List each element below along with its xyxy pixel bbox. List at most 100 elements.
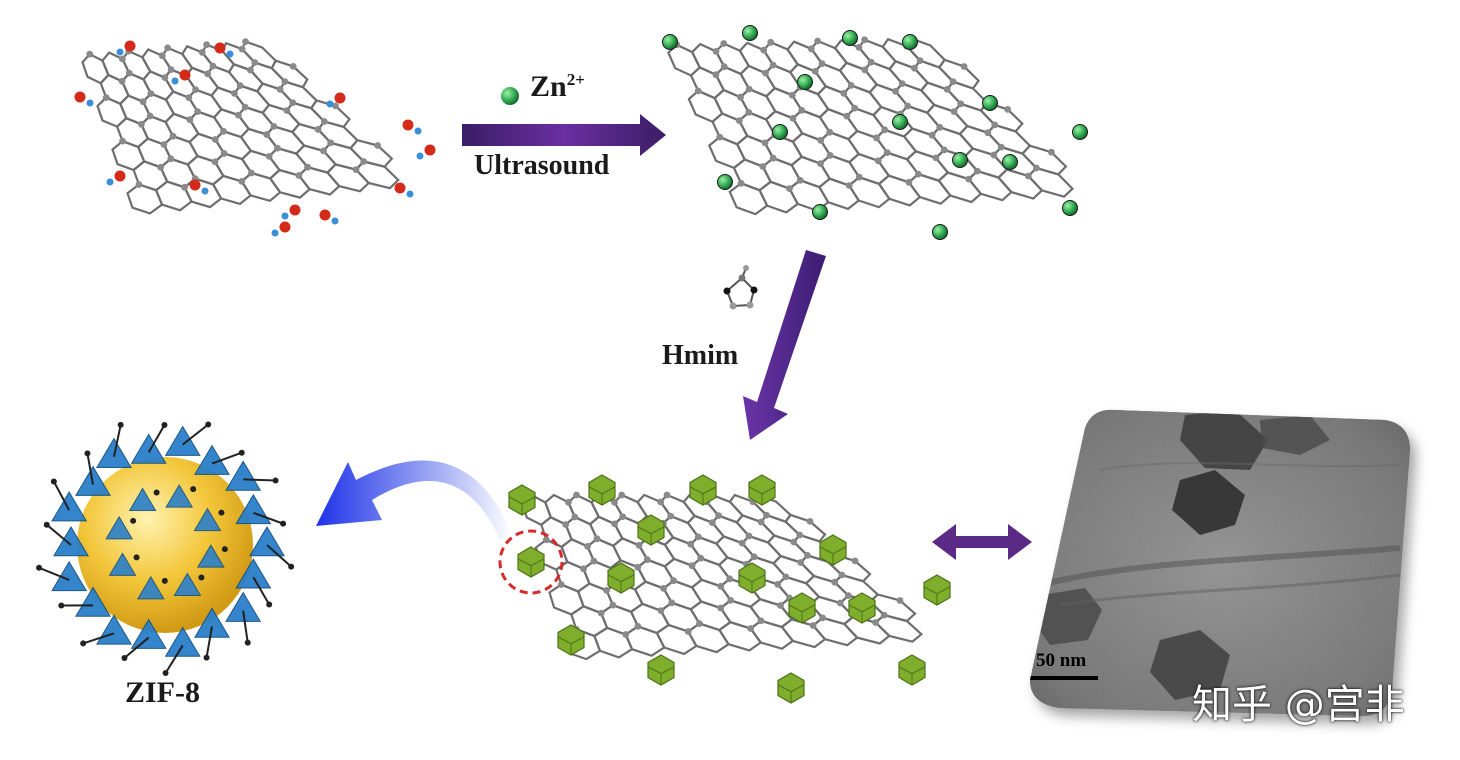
zif8-linker-atom	[58, 602, 65, 609]
zinc-atom	[662, 34, 678, 50]
watermark: 知乎 @宫非	[1192, 682, 1405, 728]
ultrasound-label: Ultrasound	[474, 150, 610, 181]
zif8-linker	[252, 576, 271, 606]
zinc-atom	[1062, 200, 1078, 216]
zif8-tetrahedron	[164, 425, 201, 456]
oxygen-atom	[74, 91, 86, 103]
zif8-crystal	[588, 474, 616, 506]
zif8-linker-atom	[190, 486, 197, 493]
zif8-linker	[252, 511, 284, 525]
zif8-linker	[113, 424, 122, 457]
zinc-atom	[742, 25, 758, 41]
zif8-structure	[36, 421, 295, 676]
zif8-tetrahedron	[136, 575, 165, 600]
hydrogen-atom	[201, 187, 209, 195]
zif8-linker-atom	[130, 517, 137, 524]
zif8-arrow	[316, 460, 512, 540]
hydrogen-atom	[406, 190, 414, 198]
zif8-tetrahedron	[130, 433, 167, 464]
zif8-tetrahedron	[196, 544, 225, 568]
zinc-atom	[932, 224, 948, 240]
zif8-linker-atom	[161, 422, 168, 429]
imidazole-icon	[723, 265, 758, 310]
zif8-tetrahedron	[75, 586, 111, 617]
zinc-atom	[797, 74, 813, 90]
zif8-crystal	[923, 574, 951, 606]
zinc-atom	[982, 95, 998, 111]
zif8-linker	[164, 644, 184, 674]
zif8-linker	[242, 610, 249, 643]
oxygen-atom	[189, 179, 201, 191]
oxygen-atom	[214, 42, 226, 54]
zif8-tetrahedron	[164, 626, 201, 657]
zif8-linker	[243, 478, 276, 482]
zn-graphene-sheet	[662, 25, 1088, 240]
zif8-crystal	[607, 562, 635, 594]
zif8-crystal	[788, 592, 816, 624]
zif8-tetrahedron	[235, 558, 272, 589]
zif8-linker-atom	[161, 577, 168, 584]
oxygen-atom	[179, 69, 191, 81]
zif8-linker-atom	[153, 489, 160, 496]
zif8-linker	[82, 632, 115, 645]
zif8-sphere	[77, 457, 253, 633]
graphene-oxide-sheet	[74, 38, 436, 237]
zif8-linker-atom	[121, 654, 128, 661]
zif8-tetrahedron	[225, 591, 262, 622]
hydrogen-atom	[171, 77, 179, 85]
hydrogen-atom	[226, 50, 234, 58]
zif8-linker-atom	[162, 669, 169, 676]
zinc-ion-icon	[501, 87, 519, 105]
oxygen-atom	[402, 119, 414, 131]
oxygen-atom	[334, 92, 346, 104]
oxygen-atom	[114, 170, 126, 182]
zif8-linker	[38, 566, 70, 581]
oxygen-atom	[319, 209, 331, 221]
zinc-atom	[952, 152, 968, 168]
hydrogen-atom	[86, 99, 94, 107]
oxygen-atom	[424, 144, 436, 156]
zif8-crystal	[508, 484, 536, 516]
hydrogen-atom	[106, 178, 114, 186]
zif8-crystal	[517, 546, 545, 578]
zif8-tetrahedron	[193, 507, 222, 532]
hydrogen-atom	[414, 127, 422, 135]
zif8-tetrahedron	[53, 526, 89, 557]
zif8-linker	[86, 453, 94, 485]
zif8-graphene-sheet	[508, 474, 951, 704]
zif8-crystal	[748, 474, 776, 506]
zif8-linker-atom	[221, 546, 228, 553]
zif8-tetrahedron	[105, 515, 134, 540]
hmim-arrow	[743, 250, 826, 440]
zif8-crystal	[689, 474, 717, 506]
zif8-tetrahedron	[128, 487, 157, 512]
zif8-linker	[46, 523, 72, 546]
hydrogen-atom	[116, 48, 124, 56]
zif8-linker	[147, 424, 166, 453]
zif8-label: ZIF-8	[125, 676, 200, 709]
zinc-atom	[1072, 124, 1088, 140]
hydrogen-atom	[416, 152, 424, 160]
hydrogen-atom	[281, 212, 289, 220]
zif8-crystal	[637, 514, 665, 546]
zif8-crystal	[557, 624, 585, 656]
zif8-linker	[266, 544, 292, 568]
oxygen-atom	[289, 204, 301, 216]
zif8-tetrahedron	[225, 460, 262, 491]
zinc-atom	[842, 30, 858, 46]
hydrogen-atom	[331, 217, 339, 225]
hydrogen-atom	[326, 100, 334, 108]
zif8-tetrahedron	[165, 484, 194, 508]
zinc-atom	[717, 174, 733, 190]
tem-image-content	[1030, 409, 1410, 716]
zinc-ion-label: Zn2+	[530, 70, 585, 103]
zif8-linker-atom	[50, 478, 57, 485]
zif8-linker	[182, 423, 209, 446]
zif8-tetrahedron	[249, 526, 285, 557]
highlight-circle	[498, 529, 564, 595]
zif8-linker	[52, 481, 71, 511]
zif8-crystal	[777, 672, 805, 704]
zif8-crystal	[848, 592, 876, 624]
zinc-atom	[902, 34, 918, 50]
zif8-linker-atom	[36, 564, 43, 571]
